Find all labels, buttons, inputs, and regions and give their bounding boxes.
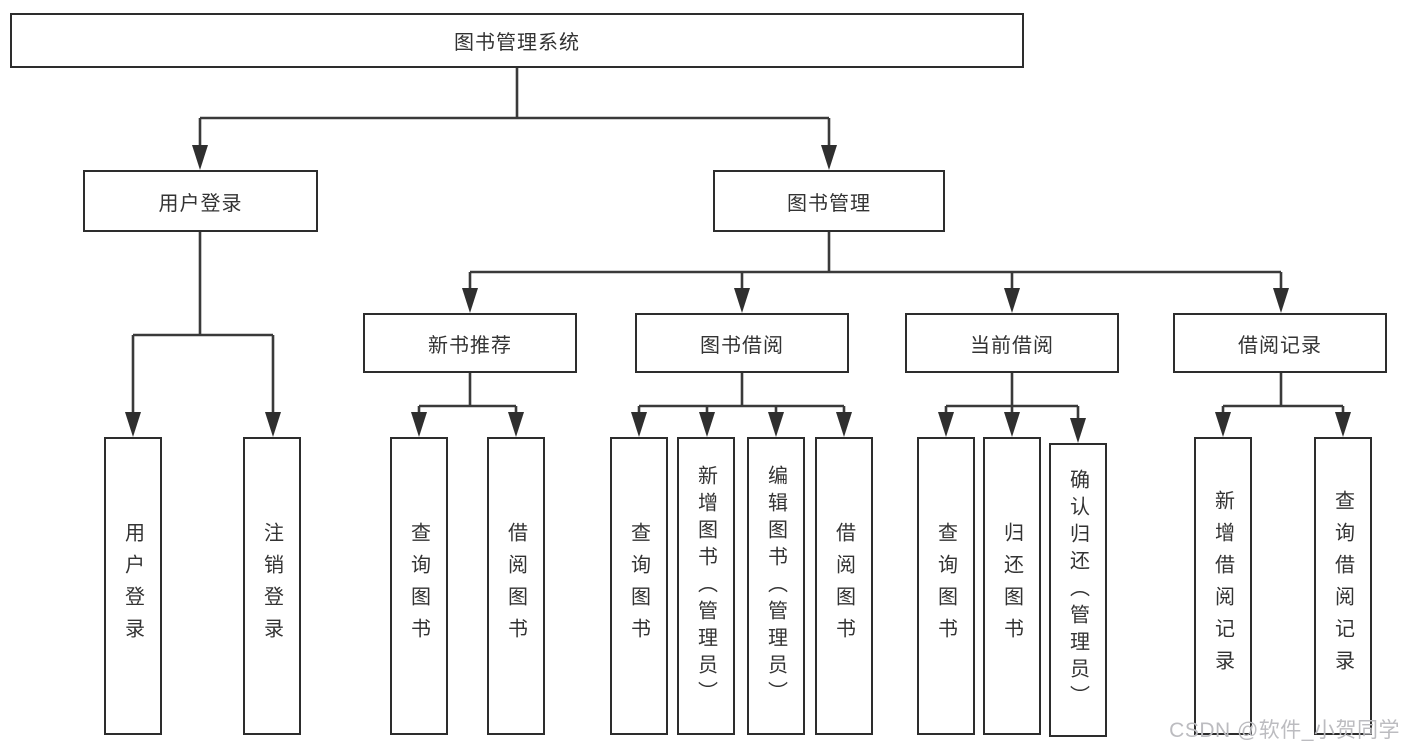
leaf-borrow-books-2: 借阅图书 [815,437,873,735]
leaf-logout-login: 注销登录 [243,437,301,735]
leaf-query-books-2: 查询图书 [610,437,668,735]
leaf-query-borrow-record: 查询借阅记录 [1314,437,1372,735]
leaf-confirm-return-admin: 确认归还（管理员） [1049,443,1107,737]
leaf-borrow-books-1: 借阅图书 [487,437,545,735]
node-new-book-recommend: 新书推荐 [363,313,577,373]
leaf-return-book: 归还图书 [983,437,1041,735]
leaf-add-book-admin: 新增图书（管理员） [677,437,735,735]
leaf-user-login: 用户登录 [104,437,162,735]
node-user-login: 用户登录 [83,170,318,232]
node-borrow-records: 借阅记录 [1173,313,1387,373]
node-book-borrow: 图书借阅 [635,313,849,373]
leaf-query-books-3: 查询图书 [917,437,975,735]
node-book-management: 图书管理 [713,170,945,232]
leaf-add-borrow-record: 新增借阅记录 [1194,437,1252,735]
csdn-watermark: CSDN @软件_小贺同学 [1169,719,1400,742]
leaf-edit-book-admin: 编辑图书（管理员） [747,437,805,735]
node-current-borrow: 当前借阅 [905,313,1119,373]
leaf-query-books-1: 查询图书 [390,437,448,735]
node-library-system: 图书管理系统 [10,13,1024,68]
